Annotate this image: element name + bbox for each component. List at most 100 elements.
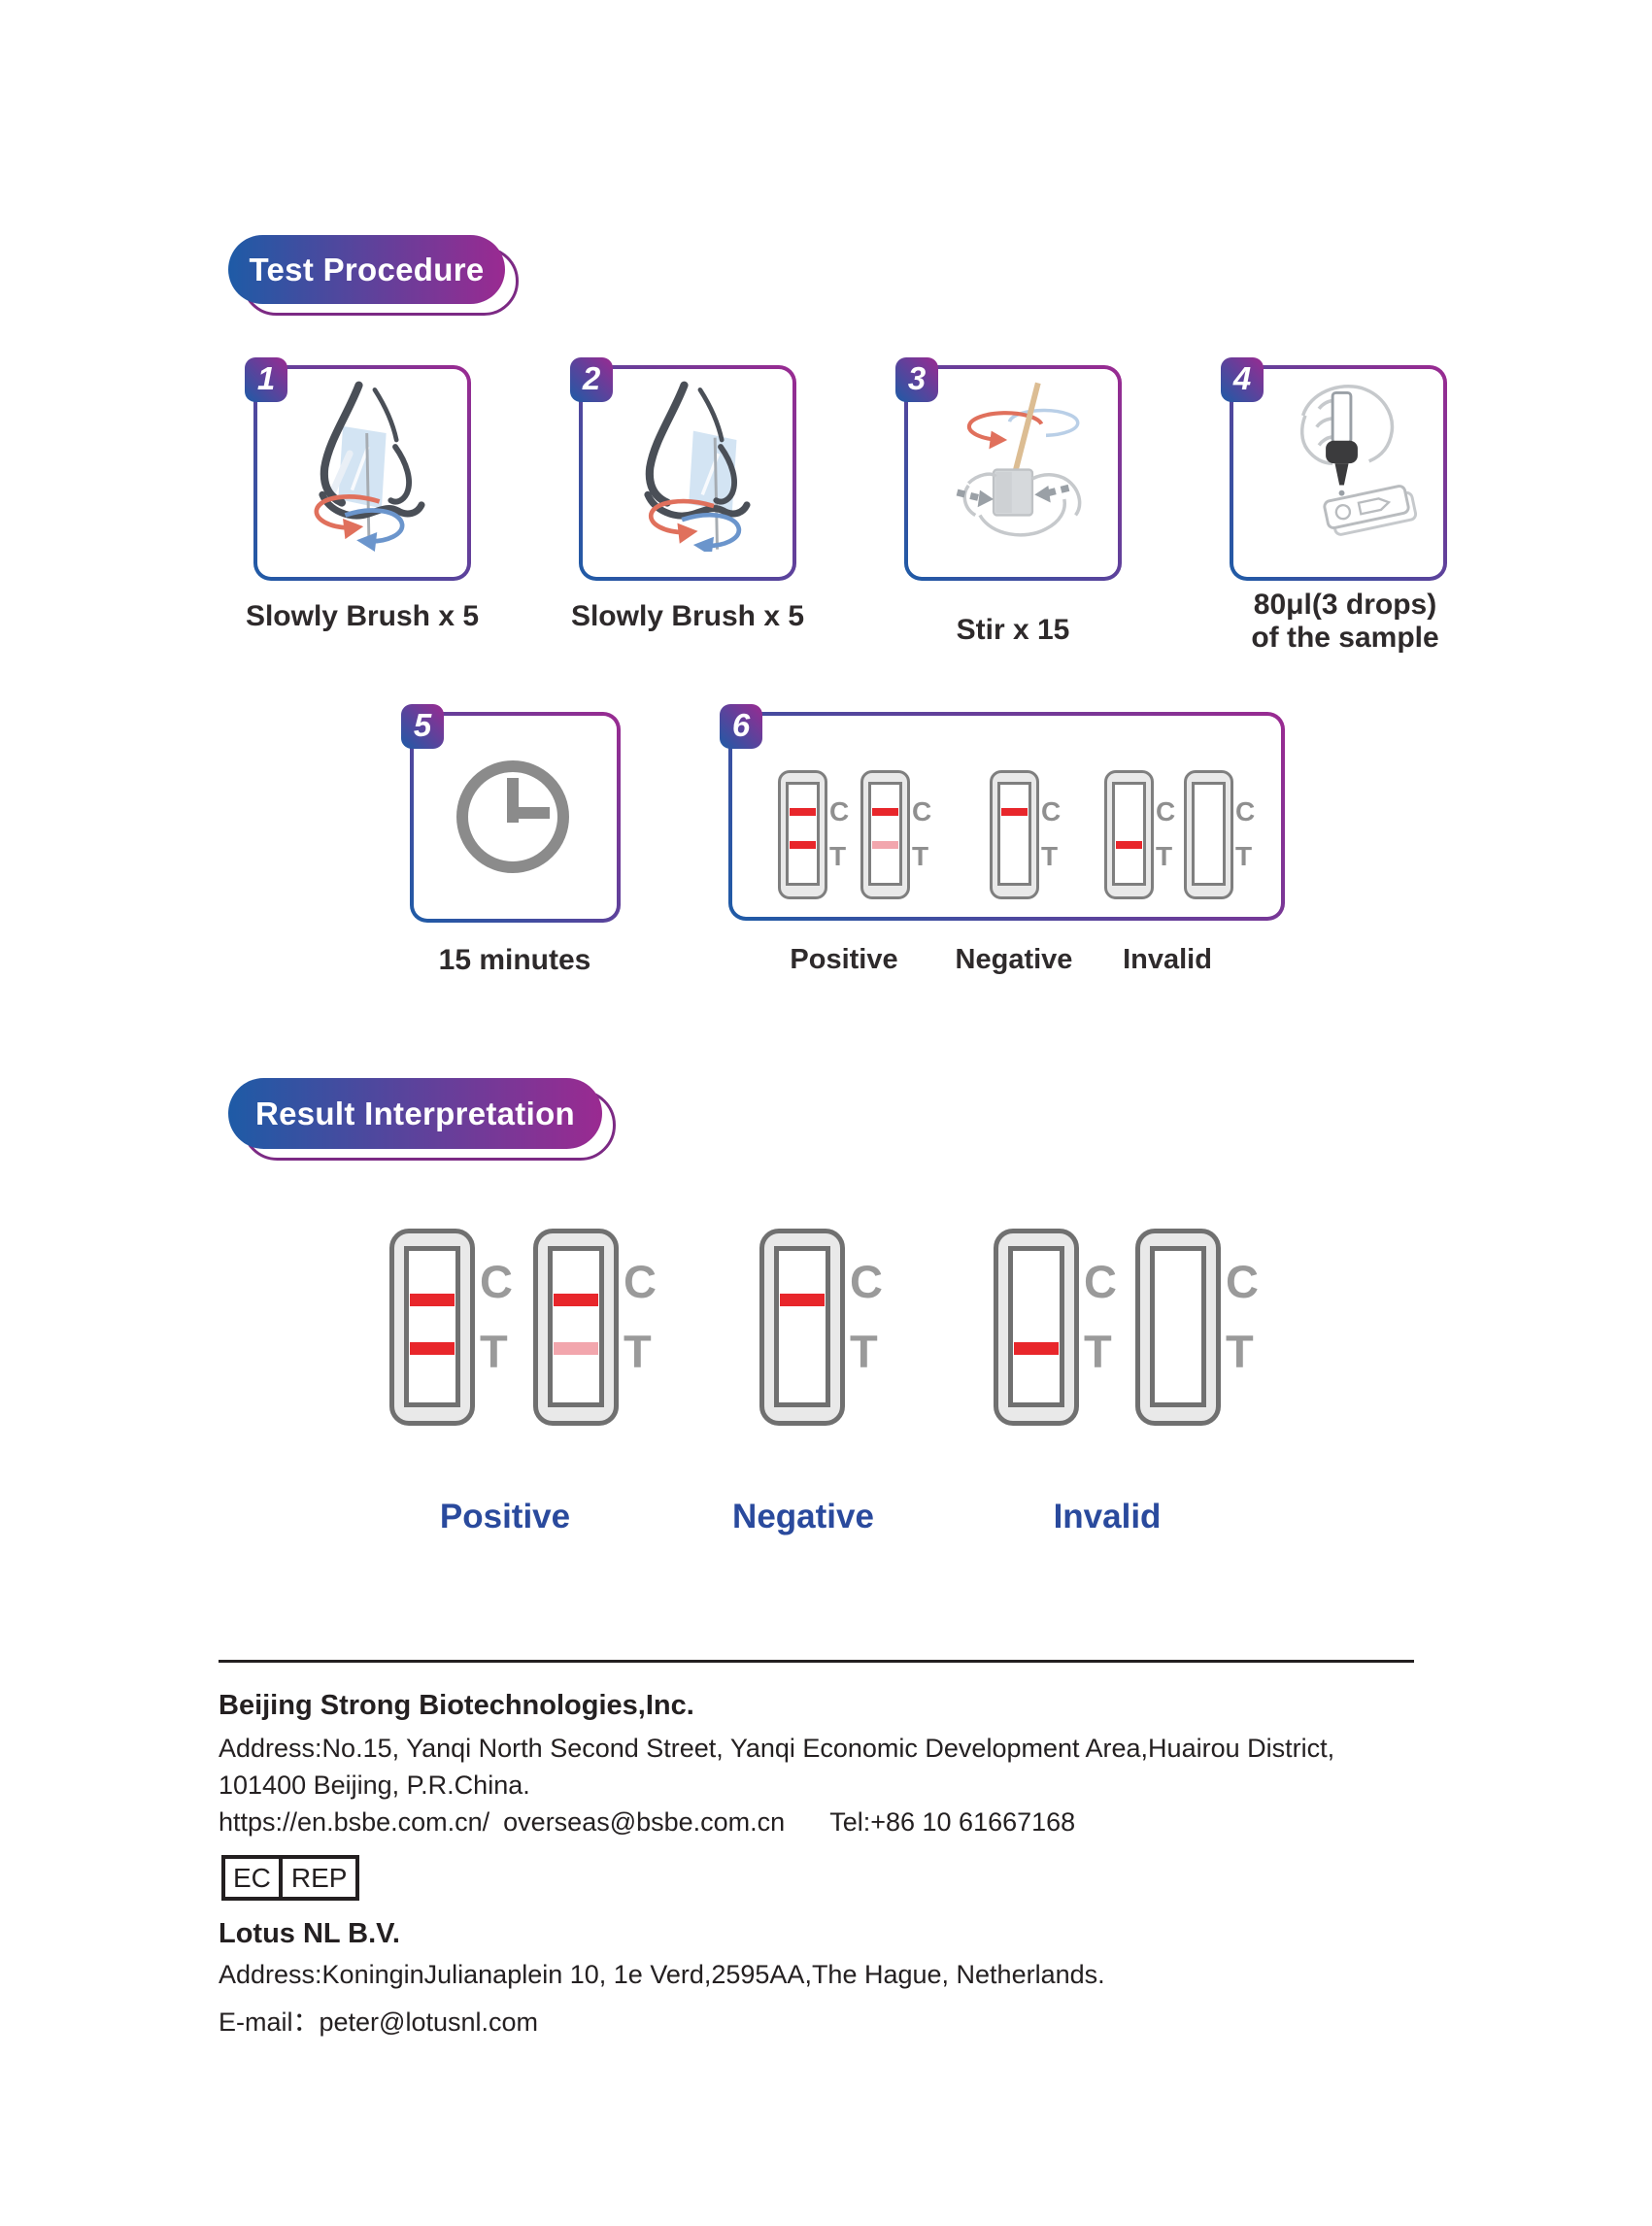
section-title: Test Procedure (249, 251, 485, 287)
control-label: C (1235, 796, 1256, 826)
result-label: Invalid (1123, 944, 1212, 975)
result-label: Positive (439, 1498, 571, 1535)
control-label: C (829, 796, 850, 826)
test-line (554, 1342, 598, 1355)
step-2-illustration-area (583, 369, 792, 577)
result-label: Positive (790, 944, 898, 975)
test-line (1116, 841, 1142, 849)
step-number-badge: 2 (570, 357, 613, 402)
ec-rep-ec-cell: EC (225, 1859, 283, 1897)
control-label: C (850, 1256, 883, 1307)
step-3-illustration-area (908, 369, 1118, 577)
step-box-1: 1 (245, 357, 471, 581)
step-1-illustration-area (257, 369, 467, 577)
manufacturer-tel: Tel:+86 10 61667168 (829, 1807, 1076, 1837)
test-label: T (1226, 1326, 1254, 1377)
control-line (780, 1294, 825, 1306)
section-title: Result Interpretation (254, 1095, 575, 1131)
step-box-3: 3 (895, 357, 1122, 581)
step-number-badge: 5 (401, 704, 444, 749)
cassette-window (774, 1246, 830, 1407)
result-label: Invalid (1053, 1498, 1162, 1535)
test-label: T (1235, 841, 1253, 871)
eu-rep-name: Lotus NL B.V. (219, 1918, 400, 1949)
result-label: Negative (955, 944, 1073, 975)
result-interpretation-pill: Result Interpretation (228, 1078, 602, 1149)
manufacturer-address-line1: Address:No.15, Yanqi North Second Street… (219, 1734, 1335, 1763)
control-label: C (1226, 1256, 1259, 1307)
step-4-caption: 80μl(3 drops) of the sample (1251, 589, 1438, 655)
manufacturer-email: overseas@bsbe.com.cn (503, 1807, 786, 1837)
section-header-result-interpretation: Result Interpretation (228, 1078, 616, 1161)
test-line (1014, 1342, 1059, 1355)
test-label: T (1156, 841, 1173, 871)
cassette-window (1112, 782, 1146, 886)
test-procedure-pill: Test Procedure (228, 235, 505, 304)
cassette-window (1008, 1246, 1064, 1407)
test-label: T (912, 841, 929, 871)
cassette-window (868, 782, 902, 886)
step-number-badge: 1 (245, 357, 287, 402)
step-4-caption-line1: 80μl(3 drops) (1253, 589, 1437, 621)
stir-tube-icon (956, 382, 1082, 537)
test-label: T (1084, 1326, 1112, 1377)
test-label: T (480, 1326, 508, 1377)
control-line (872, 808, 898, 816)
test-line (790, 841, 816, 849)
control-label: C (1041, 796, 1062, 826)
step-number-badge: 3 (895, 357, 938, 402)
eu-rep-address: Address:KoninginJulianaplein 10, 1e Verd… (219, 1960, 1105, 1989)
cassette-window (997, 782, 1031, 886)
control-line (554, 1294, 598, 1306)
section-header-test-procedure: Test Procedure (228, 235, 519, 316)
step-number-badge: 6 (720, 704, 762, 749)
control-line (790, 808, 816, 816)
cassette-window (548, 1246, 604, 1407)
cassette-window (1192, 782, 1226, 886)
nasal-swab-right-icon (644, 381, 751, 552)
control-line (1001, 808, 1028, 816)
manufacturer-name: Beijing Strong Biotechnologies,Inc. (219, 1690, 694, 1721)
control-label: C (1156, 796, 1176, 826)
ec-rep-symbol: EC REP (221, 1855, 360, 1901)
test-label: T (1041, 841, 1059, 871)
result-label: Negative (732, 1498, 874, 1535)
cassette-window (786, 782, 820, 886)
ec-rep-rep-cell: REP (290, 1862, 348, 1893)
nasal-swab-left-icon (314, 381, 425, 552)
step-box-5: 5 (401, 704, 621, 923)
step-3-caption: Stir x 15 (956, 614, 1070, 646)
step-box-2: 2 (570, 357, 796, 581)
footer-divider (219, 1660, 1414, 1663)
step-5-caption: 15 minutes (438, 944, 591, 976)
test-label: T (850, 1326, 878, 1377)
control-label: C (912, 796, 932, 826)
control-label: C (624, 1256, 657, 1307)
dropper-cassette-icon (1299, 384, 1418, 536)
test-line (410, 1342, 455, 1355)
clock-icon (456, 760, 569, 873)
control-label: C (1084, 1256, 1117, 1307)
test-line (872, 841, 898, 849)
test-label: T (624, 1326, 652, 1377)
step-1-caption: Slowly Brush x 5 (245, 600, 480, 632)
step-2-caption: Slowly Brush x 5 (570, 600, 805, 632)
manufacturer-website: https://en.bsbe.com.cn/ (219, 1807, 490, 1837)
manufacturer-contact-row: https://en.bsbe.com.cn/ overseas@bsbe.co… (219, 1807, 1075, 1838)
manufacturer-address-line2: 101400 Beijing, P.R.China. (219, 1771, 530, 1800)
step-number-badge: 4 (1221, 357, 1264, 402)
step-4-caption-line2: of the sample (1251, 622, 1439, 654)
eu-rep-email: E-mail：peter@lotusnl.com (219, 2007, 539, 2037)
